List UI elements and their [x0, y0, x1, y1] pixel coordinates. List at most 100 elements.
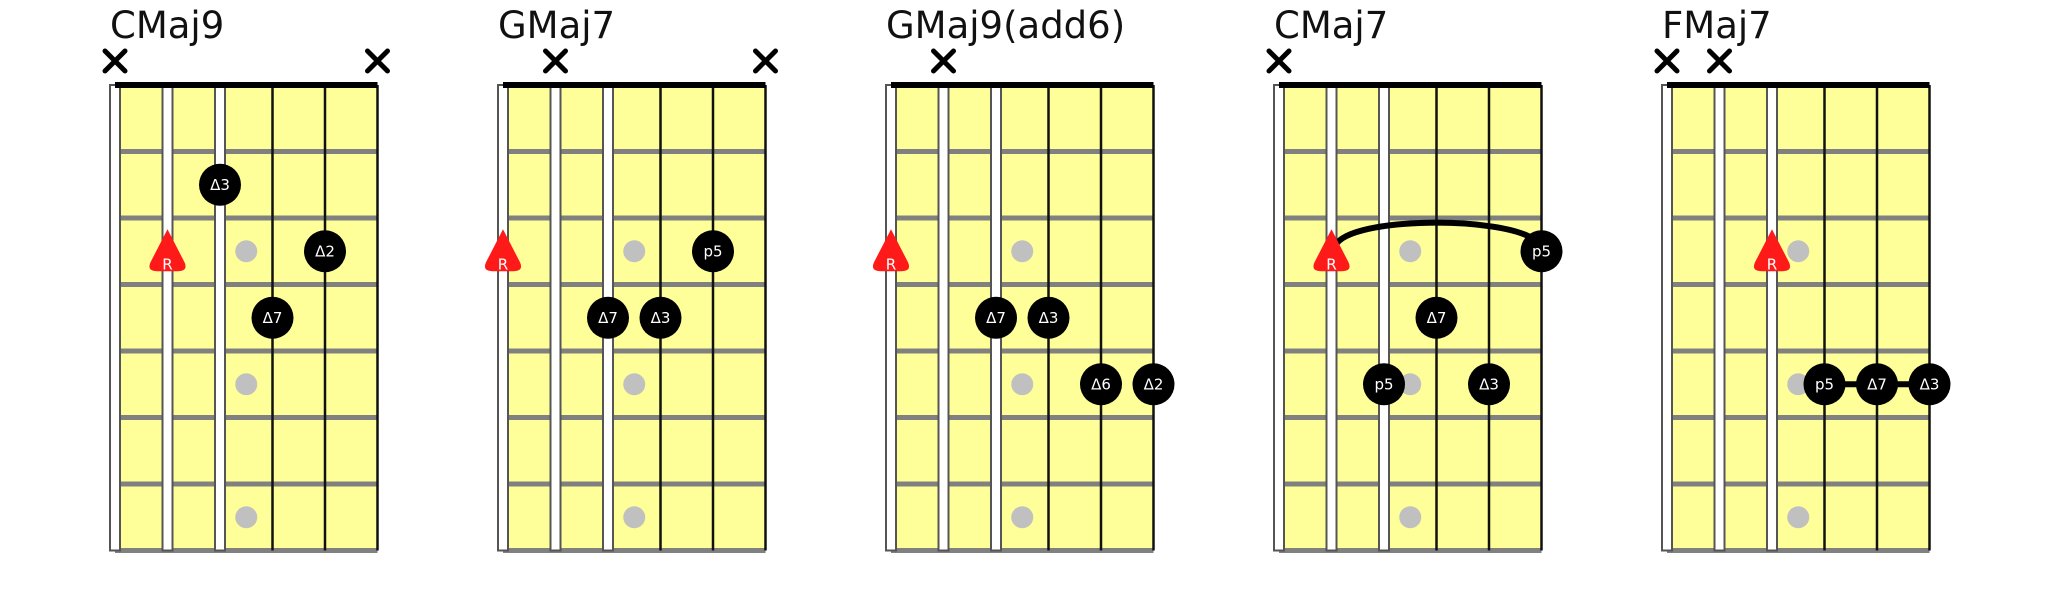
circle-icon: [692, 230, 734, 273]
tone-label: Δ3: [1039, 309, 1059, 327]
tone-label: Δ7: [1427, 309, 1447, 327]
inlay-dot: [235, 373, 258, 396]
fretboard: [1667, 85, 1930, 551]
x-stroke: [1266, 48, 1292, 74]
chord-title: CMaj9: [110, 4, 224, 47]
triangle-icon: [1313, 229, 1350, 272]
string-1: [109, 84, 121, 552]
inlay-dot: [1011, 506, 1034, 529]
x-stroke: [1707, 48, 1732, 74]
circle-icon: [1415, 296, 1458, 339]
x-stroke: [931, 48, 956, 74]
chord-tone: p5: [1363, 363, 1405, 406]
root-label: R: [162, 255, 172, 273]
inlay-dot: [1011, 240, 1034, 263]
string-1: [497, 84, 509, 552]
circle-icon: [1132, 363, 1175, 406]
root-label: R: [1326, 255, 1336, 273]
inlay-dot: [235, 240, 258, 263]
string-3: [1378, 84, 1390, 552]
chord-tone: Δ7: [975, 296, 1017, 339]
string-1: [1661, 84, 1673, 552]
circle-icon: [1363, 363, 1405, 406]
string-1: [885, 84, 897, 552]
circle-icon: [1856, 363, 1898, 406]
x-mark-icon: [102, 48, 128, 74]
tone-label: Δ3: [651, 309, 671, 327]
chord-tone: Δ3: [1027, 296, 1070, 339]
x-mark-icon: [365, 48, 390, 74]
fretboard: [1279, 85, 1542, 551]
root-label: R: [498, 255, 508, 273]
inlay-dot: [1787, 240, 1810, 263]
inlay-dot: [1787, 506, 1810, 529]
chord-tone: p5: [1520, 230, 1563, 273]
tone-label: p5: [1374, 375, 1393, 393]
string-2: [1325, 84, 1338, 552]
string-1: [1273, 84, 1285, 552]
fretboard: [891, 85, 1154, 551]
triangle-icon: [1753, 229, 1791, 272]
x-stroke: [365, 48, 390, 74]
x-stroke: [543, 48, 568, 74]
circle-icon: [251, 296, 294, 339]
root-marker: R: [484, 229, 522, 273]
chord-tone: Δ3: [1908, 363, 1951, 406]
circle-icon: [975, 296, 1017, 339]
tone-label: p5: [1815, 375, 1834, 393]
string-2: [549, 84, 562, 552]
circle-icon: [1803, 363, 1846, 406]
chord-tone: Δ7: [251, 296, 294, 339]
x-stroke: [102, 48, 128, 74]
tone-label: Δ7: [598, 309, 618, 327]
chord-tone: Δ3: [639, 296, 682, 339]
string-2: [937, 84, 950, 552]
x-mark-icon: [931, 48, 956, 74]
x-mark-icon: [1654, 48, 1680, 74]
x-stroke: [1654, 48, 1680, 74]
tone-label: Δ2: [1144, 375, 1164, 393]
circle-icon: [304, 230, 346, 273]
circle-icon: [639, 296, 682, 339]
x-mark-icon: [543, 48, 568, 74]
x-mark-icon: [1266, 48, 1292, 74]
inlay-dot: [623, 373, 646, 396]
chord-tone: Δ7: [587, 296, 629, 339]
tone-label: Δ6: [1091, 375, 1111, 393]
tone-label: Δ2: [315, 242, 335, 260]
x-mark-icon: [1707, 48, 1732, 74]
tone-label: Δ3: [1479, 375, 1499, 393]
inlay-dot: [1399, 506, 1422, 529]
inlay-dot: [1399, 240, 1422, 263]
root-marker: R: [1313, 229, 1350, 273]
fretboard: [503, 85, 766, 551]
chord-tone: Δ2: [304, 230, 346, 273]
triangle-icon: [872, 229, 910, 272]
inlay-dot: [623, 506, 646, 529]
chord-tone: Δ2: [1132, 363, 1175, 406]
string-2: [1713, 84, 1726, 552]
triangle-icon: [484, 229, 522, 272]
chord-tone: p5: [1803, 363, 1846, 406]
chord-tone: Δ6: [1080, 363, 1122, 406]
chord-title: GMaj9(add6): [886, 4, 1125, 47]
circle-icon: [1520, 230, 1563, 273]
root-marker: R: [149, 229, 186, 273]
string-3: [1766, 84, 1778, 552]
root-marker: R: [872, 229, 910, 273]
x-mark-icon: [753, 48, 778, 74]
x-stroke: [753, 48, 778, 74]
inlay-dot: [1011, 373, 1034, 396]
chord-title: CMaj7: [1274, 4, 1388, 47]
tone-label: Δ7: [263, 309, 283, 327]
root-marker: R: [1753, 229, 1791, 273]
chord-tone: p5: [692, 230, 734, 273]
inlay-dot: [1399, 373, 1422, 396]
chord-tone: Δ7: [1415, 296, 1458, 339]
circle-icon: [199, 163, 241, 206]
